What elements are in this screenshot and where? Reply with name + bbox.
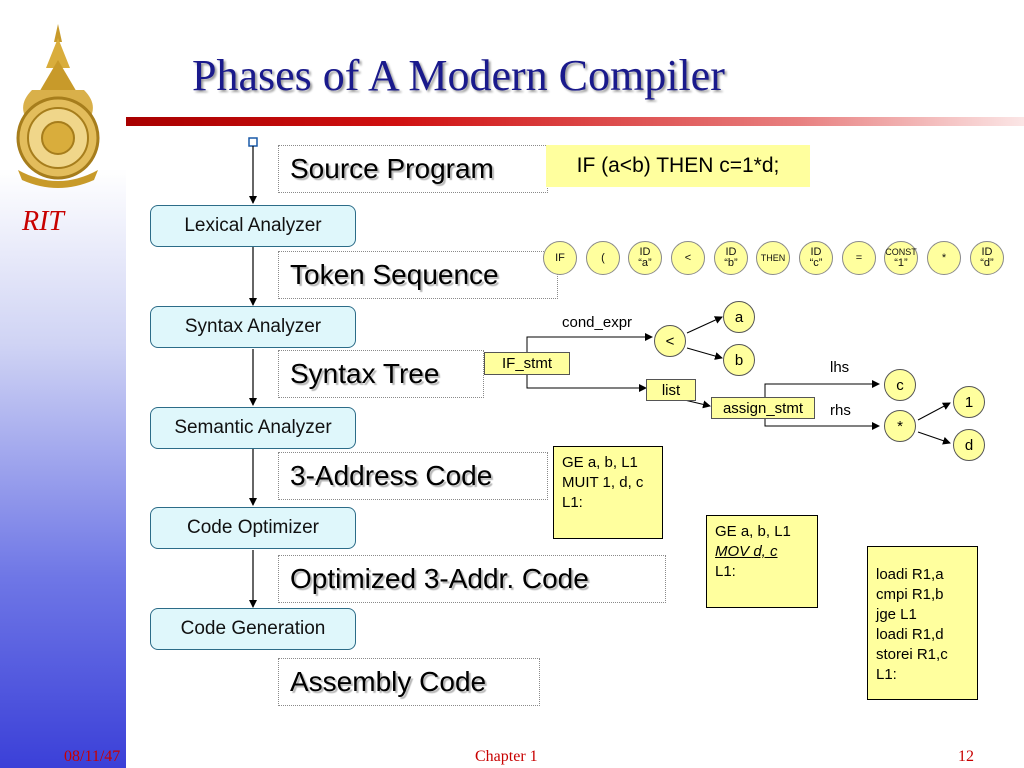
artifact-assembly-code: Assembly Code xyxy=(278,658,540,706)
token-top: CONST xyxy=(885,247,917,257)
token-bottom: = xyxy=(855,251,863,264)
tree-node-list: list xyxy=(646,379,696,401)
tree-node-one: 1 xyxy=(953,386,985,418)
rit-emblem-logo xyxy=(16,24,100,188)
token-bubble: ID“d” xyxy=(970,241,1004,275)
phase-syntax-analyzer: Syntax Analyzer xyxy=(150,306,356,348)
artifact-syntax-tree: Syntax Tree xyxy=(278,350,484,398)
token-top: ID xyxy=(725,246,737,258)
code-line-highlighted: MOV d, c xyxy=(715,543,778,560)
edge-times-d xyxy=(917,431,951,445)
token-bubble: ID“c” xyxy=(799,241,833,275)
token-bottom: “a” xyxy=(638,257,652,269)
tree-node-assign-stmt: assign_stmt xyxy=(711,397,815,419)
assembly-code-box: loadi R1,a cmpi R1,b jge L1 loadi R1,d store… xyxy=(867,546,978,700)
edge-times-1 xyxy=(917,402,951,421)
code-line: GE a, b, L1 xyxy=(562,454,638,471)
artifact-source-program: Source Program xyxy=(278,145,548,193)
edge-assign-c xyxy=(764,380,880,398)
optimized-code-box: GE a, b, L1 MOV d, c L1: xyxy=(706,515,818,608)
code-line: jge L1 xyxy=(876,606,917,623)
edge-label-rhs: rhs xyxy=(830,402,851,419)
footer-date: 08/11/47 xyxy=(64,748,121,765)
footer-chapter: Chapter 1 xyxy=(475,748,538,765)
token-bubble: IF xyxy=(543,241,577,275)
edge-lt-b xyxy=(686,347,723,360)
token-bubble: ID“a” xyxy=(628,241,662,275)
phase-code-generation: Code Generation xyxy=(150,608,356,650)
token-bottom: “d” xyxy=(980,257,994,269)
edge-assign-times xyxy=(764,418,880,430)
token-bottom: < xyxy=(684,251,692,264)
token-bottom: “c” xyxy=(809,257,823,269)
token-bottom: * xyxy=(941,251,947,264)
tree-node-a: a xyxy=(723,301,755,333)
tree-node-c: c xyxy=(884,369,916,401)
phase-code-optimizer: Code Optimizer xyxy=(150,507,356,549)
tree-node-times: * xyxy=(884,410,916,442)
slide-title: Phases of A Modern Compiler xyxy=(192,51,725,100)
tree-node-if-stmt: IF_stmt xyxy=(484,352,570,375)
token-bottom: THEN xyxy=(760,252,786,263)
artifact-3-address-code: 3-Address Code xyxy=(278,452,548,500)
tree-node-less-than: < xyxy=(654,325,686,357)
token-bubble: CONST“1” xyxy=(884,241,918,275)
code-line: cmpi R1,b xyxy=(876,586,944,603)
start-handle xyxy=(248,137,258,147)
token-top: ID xyxy=(981,246,993,258)
token-top: ID xyxy=(639,246,651,258)
code-line: loadi R1,d xyxy=(876,626,944,643)
code-line: GE a, b, L1 xyxy=(715,523,791,540)
code-line: L1: xyxy=(876,666,897,683)
rit-brand-text: RIT xyxy=(22,206,64,237)
token-bubble: ID“b” xyxy=(714,241,748,275)
code-line: L1: xyxy=(715,563,736,580)
token-bubble: THEN xyxy=(756,241,790,275)
token-bottom: ( xyxy=(601,251,605,264)
token-bubble: < xyxy=(671,241,705,275)
phase-lexical-analyzer: Lexical Analyzer xyxy=(150,205,356,247)
code-line: loadi R1,a xyxy=(876,566,944,583)
three-address-code-box: GE a, b, L1 MUIT 1, d, c L1: xyxy=(553,446,663,539)
phase-semantic-analyzer: Semantic Analyzer xyxy=(150,407,356,449)
edge-label-lhs: lhs xyxy=(830,359,850,376)
token-bubble: ( xyxy=(586,241,620,275)
edge-label-cond-expr: cond_expr xyxy=(562,314,633,331)
token-bottom: “b” xyxy=(724,257,738,269)
title-underline-bar xyxy=(126,117,1024,126)
token-bubble: = xyxy=(842,241,876,275)
edge-lt-a xyxy=(686,316,723,334)
token-bottom: “1” xyxy=(894,257,908,269)
artifact-token-sequence: Token Sequence xyxy=(278,251,558,299)
code-line: storei R1,c xyxy=(876,646,948,663)
token-top: ID xyxy=(810,246,822,258)
footer-page-number: 12 xyxy=(958,748,974,765)
tree-node-d: d xyxy=(953,429,985,461)
artifact-optimized-code: Optimized 3-Addr. Code xyxy=(278,555,666,603)
tree-node-b: b xyxy=(723,344,755,376)
source-code-snippet: IF (a<b) THEN c=1*d; xyxy=(546,145,810,187)
edge-ifstmt-lt xyxy=(526,333,653,352)
code-line: MUIT 1, d, c xyxy=(562,474,644,491)
edge-ifstmt-list xyxy=(526,374,647,392)
code-line: L1: xyxy=(562,494,583,511)
token-bubble: * xyxy=(927,241,961,275)
token-bottom: IF xyxy=(555,251,565,264)
